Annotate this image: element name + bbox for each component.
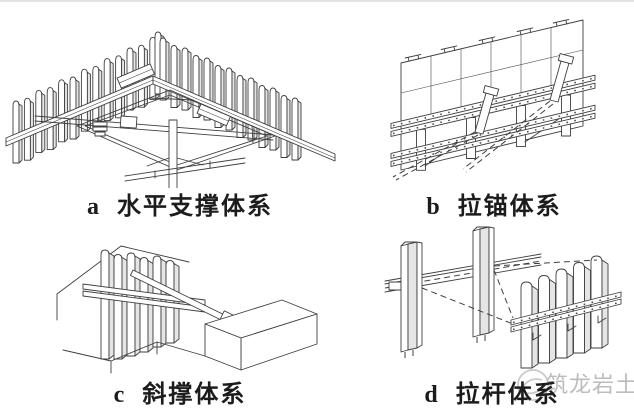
figure-b-caption: b 拉锚体系 [426,194,562,220]
figure-c [55,226,320,376]
figure-a [5,8,340,188]
watermark-logo [512,364,554,406]
watermark-text: 筑龙岩土 [546,372,634,397]
figure-b-drawing [390,18,596,181]
zhulong-logo-icon [517,369,549,401]
figure-b [383,8,598,190]
figure-a-drawing [5,31,336,188]
figure-d-drawing [384,226,622,369]
figure-d-caption: d 拉杆体系 [424,382,560,408]
figure-a-caption: a 水平支撑体系 [87,194,273,220]
figure-d [383,220,625,375]
top-border [0,0,634,2]
figure-c-drawing [56,245,318,374]
figure-c-caption: c 斜撑体系 [113,382,247,408]
